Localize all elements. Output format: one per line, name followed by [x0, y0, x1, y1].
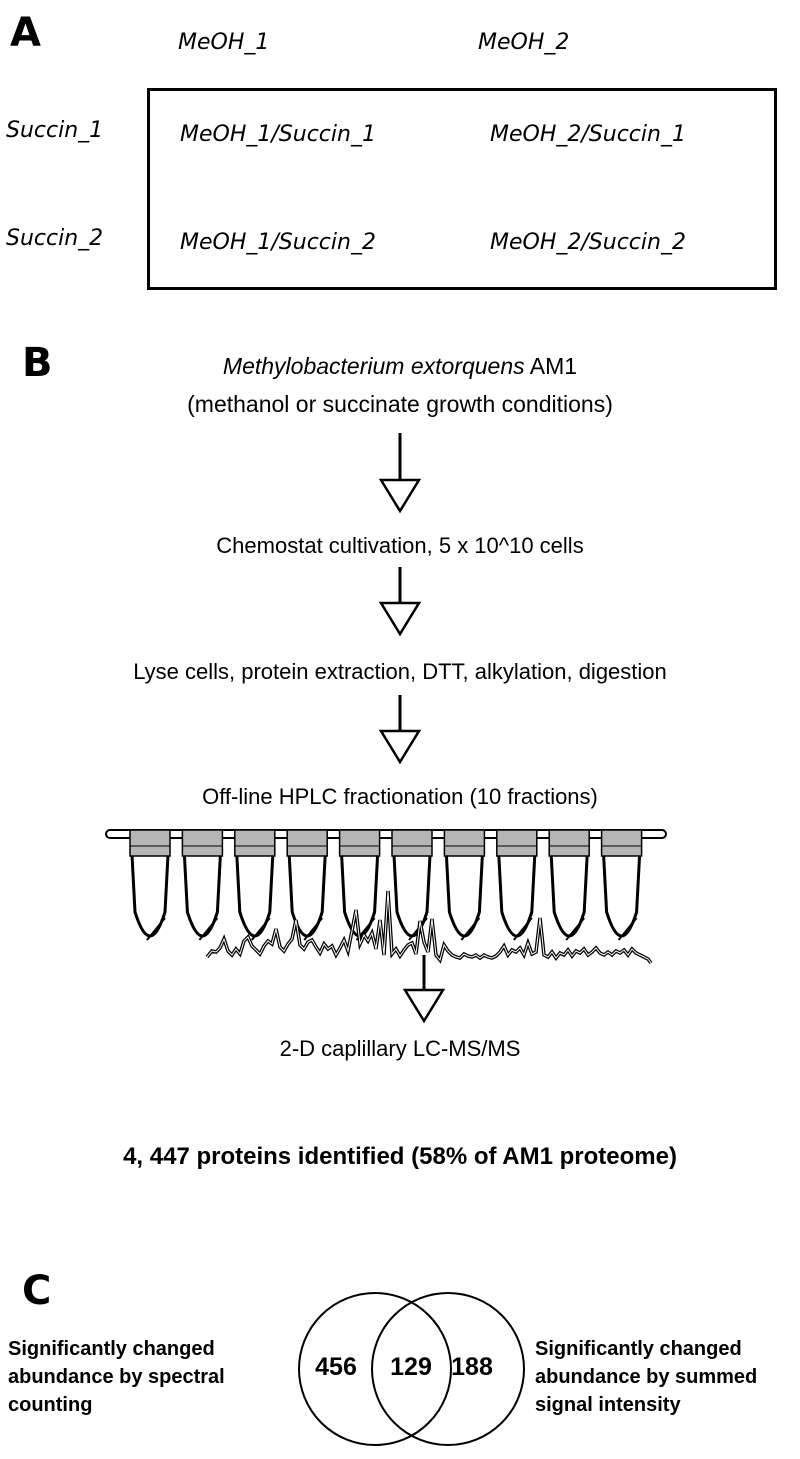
venn-right-label-line: Significantly changed [535, 1338, 742, 1360]
panel-a-letter: A [10, 10, 41, 56]
organism-line: Methylobacterium extorquens AM1 [0, 353, 800, 380]
cell-meoh1-succin2: MeOH_1/Succin_2 [180, 230, 376, 255]
organism-strain: AM1 [524, 353, 578, 379]
venn-circle-left [298, 1292, 452, 1446]
fraction-tube [286, 829, 328, 941]
down-arrow-1 [378, 433, 422, 514]
cell-meoh2-succin2: MeOH_2/Succin_2 [490, 230, 686, 255]
col-header-meoh2: MeOH_2 [478, 30, 570, 55]
fraction-tube [129, 829, 171, 941]
venn-left-label-line: Significantly changed [8, 1338, 215, 1360]
venn-circle-right [371, 1292, 525, 1446]
cell-meoh2-succin1: MeOH_2/Succin_1 [490, 122, 686, 147]
venn-right-label-line: abundance by summed [535, 1366, 758, 1388]
venn-right-label-line: signal intensity [535, 1394, 681, 1416]
fraction-tube [338, 829, 381, 941]
fraction-tube [496, 829, 538, 941]
row-header-succin1: Succin_1 [6, 118, 104, 143]
fraction-tube [443, 829, 486, 941]
col-header-meoh1: MeOH_1 [178, 30, 270, 55]
fraction-tube [181, 829, 224, 941]
growth-conditions: (methanol or succinate growth conditions… [187, 391, 613, 417]
panel-c-letter: C [22, 1268, 52, 1314]
organism-name: Methylobacterium extorquens [222, 353, 525, 379]
comparison-grid-box [147, 88, 777, 290]
fraction-tube [391, 829, 433, 941]
step-chemostat: Chemostat cultivation, 5 x 10^10 cells [216, 533, 584, 558]
cell-meoh1-succin1: MeOH_1/Succin_1 [180, 122, 376, 147]
down-arrow-4 [402, 955, 446, 1024]
venn-left-only-count: 456 [315, 1353, 357, 1381]
step-lcms: 2-D caplillary LC-MS/MS [279, 1036, 521, 1061]
venn-right-only-count: 188 [451, 1353, 493, 1381]
fraction-tube [548, 829, 590, 941]
venn-left-label-line: counting [8, 1394, 93, 1416]
venn-left-label-line: abundance by spectral [8, 1366, 225, 1388]
panel-b-letter: B [22, 340, 53, 386]
down-arrow-2 [378, 567, 422, 637]
venn-left-label: Significantly changed abundance by spect… [8, 1335, 225, 1419]
fraction-tube [234, 829, 276, 941]
result-text: 4, 447 proteins identified (58% of AM1 p… [123, 1143, 677, 1170]
venn-overlap-count: 129 [390, 1353, 432, 1381]
step-hplc: Off-line HPLC fractionation (10 fraction… [202, 784, 598, 809]
step-lysis: Lyse cells, protein extraction, DTT, alk… [133, 659, 667, 684]
venn-right-label: Significantly changed abundance by summe… [535, 1335, 757, 1419]
tube-rack [105, 829, 667, 941]
row-header-succin2: Succin_2 [6, 226, 104, 251]
down-arrow-3 [378, 695, 422, 765]
fraction-tube [600, 829, 643, 941]
